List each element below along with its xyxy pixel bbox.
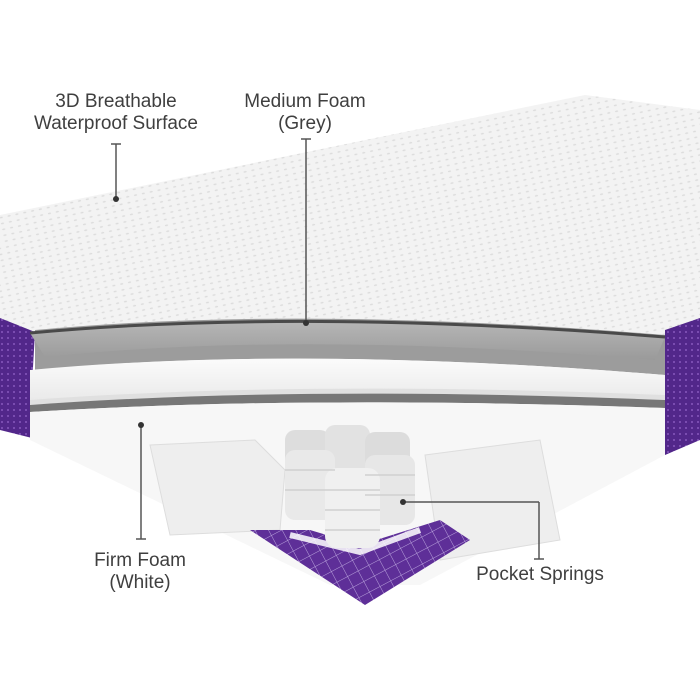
medium-foam-label-line2: (Grey)	[278, 113, 332, 134]
firm-foam-upper	[30, 358, 665, 412]
pocket-springs	[285, 425, 415, 548]
firm-foam-label: Firm Foam (White)	[80, 550, 200, 594]
waterproof-surface	[0, 95, 700, 355]
surface-label-line2: Waterproof Surface	[33, 113, 199, 134]
callout-lines	[111, 138, 544, 560]
pocket-springs-label-line1: Pocket Springs	[476, 564, 604, 585]
medium-foam-layer	[29, 318, 666, 375]
firm-foam-label-line1: Firm Foam	[94, 550, 186, 571]
pocket-springs-label: Pocket Springs	[465, 564, 615, 586]
surface-label: 3D Breathable Waterproof Surface	[20, 91, 212, 135]
base-fabric	[250, 520, 470, 605]
surface-label-line1: 3D Breathable	[55, 91, 177, 112]
side-fabric-right	[665, 318, 700, 455]
medium-foam-label-line1: Medium Foam	[244, 91, 366, 112]
firm-foam-label-line2: (White)	[109, 572, 171, 593]
medium-foam-label: Medium Foam (Grey)	[235, 91, 375, 135]
